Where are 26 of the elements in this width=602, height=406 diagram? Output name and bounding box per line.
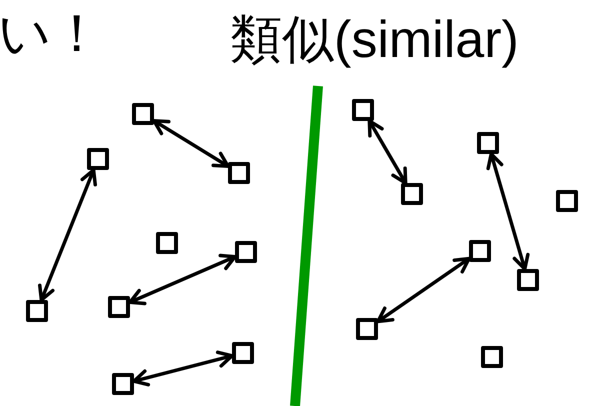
- square-box: [477, 132, 499, 154]
- double-arrow: [152, 119, 230, 168]
- square-box: [232, 342, 254, 364]
- square-box: [401, 183, 423, 205]
- heading-text: い！: [0, 8, 103, 60]
- double-arrow: [38, 168, 97, 302]
- square-box: [228, 162, 250, 184]
- square-box: [352, 99, 374, 121]
- square-box: [235, 241, 257, 263]
- double-arrow: [376, 256, 471, 324]
- square-box: [356, 318, 378, 340]
- square-box: [517, 269, 539, 291]
- square-box: [132, 103, 154, 125]
- double-arrow: [368, 119, 408, 185]
- square-box: [156, 232, 178, 254]
- square-box: [481, 346, 503, 368]
- square-box: [469, 240, 491, 262]
- heading-text: 類似(similar): [230, 14, 519, 66]
- square-box: [108, 296, 130, 318]
- square-box: [112, 373, 134, 395]
- double-arrow: [132, 350, 234, 386]
- square-box: [87, 148, 109, 170]
- square-box: [556, 190, 578, 212]
- double-arrow: [486, 152, 530, 271]
- square-box: [26, 300, 48, 322]
- double-arrow: [128, 254, 237, 306]
